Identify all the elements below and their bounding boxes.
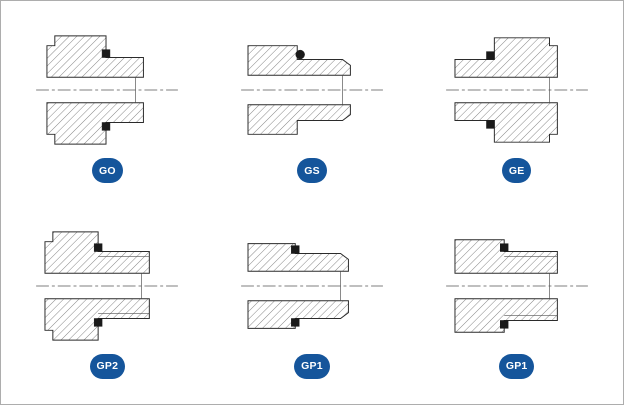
fitting-cell-go: GO	[5, 7, 210, 203]
o-ring-bottom	[102, 122, 111, 131]
fitting-cell-gp1-a: GP1	[210, 203, 415, 399]
o-ring-top	[94, 243, 103, 252]
gp1-b-cross-section-drawing	[445, 238, 588, 333]
o-ring-bottom	[485, 120, 495, 129]
badge-ge: GE	[501, 158, 532, 184]
o-ring-top	[291, 245, 300, 254]
o-ring-top	[485, 51, 495, 60]
ge-cross-section-drawing	[445, 37, 588, 143]
o-ring-top	[102, 49, 111, 59]
fitting-cell-gp2: GP2	[5, 203, 210, 399]
o-ring-bottom	[94, 317, 103, 327]
fitting-cell-ge: GE	[414, 7, 619, 203]
badge-go: GO	[91, 158, 123, 184]
o-ring-top	[295, 50, 305, 60]
badge-gp1-a: GP1	[294, 353, 330, 379]
go-cross-section-drawing	[36, 35, 179, 145]
fitting-cell-gp1-b: GP1	[414, 203, 619, 399]
badge-gp1-b: GP1	[498, 353, 535, 379]
badge-gp2: GP2	[89, 353, 126, 379]
fitting-cell-gs: GS	[210, 7, 415, 203]
o-ring-bottom	[291, 317, 300, 327]
gp1-a-cross-section-drawing	[241, 242, 383, 329]
gs-cross-section-drawing	[241, 45, 383, 136]
o-ring-bottom	[499, 319, 509, 329]
gp2-cross-section-drawing	[36, 231, 179, 341]
badge-gs: GS	[297, 158, 327, 184]
o-ring-top	[499, 243, 509, 252]
